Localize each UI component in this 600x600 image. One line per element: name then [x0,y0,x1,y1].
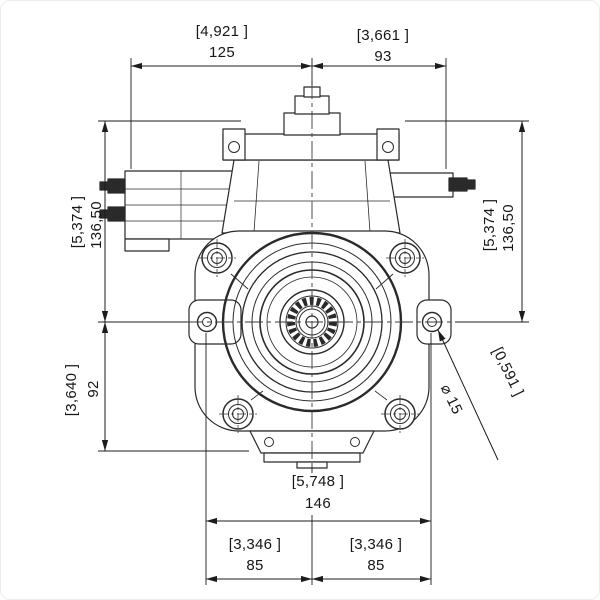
dim-right-upper-value: 136,50 [500,204,517,252]
dim-bottom-left-value: 85 [246,557,264,574]
hole-callout-bracket: [0,591 ] [488,344,528,400]
dim-top-right-value: 93 [374,48,392,65]
dimension-lines [98,58,529,585]
centerlines [185,81,457,471]
dim-bottom-right-value: 85 [367,557,385,574]
hole-callout-value: ⌀ 15 [436,381,466,418]
hole-leader-line [437,329,499,461]
left-port-block [99,170,234,252]
right-fitting [386,172,476,198]
dim-top-left-bracket: [4,921 ] [195,23,249,40]
dim-bottom-width-bracket: [5,748 ] [291,473,345,490]
dim-bottom-left-bracket: [3,346 ] [228,536,282,553]
dim-left-lower-bracket: [3,640 ] [63,363,80,417]
dim-left-upper-value: 136,50 [88,201,105,249]
dim-top-left-value: 125 [209,44,235,61]
dim-right-upper-bracket: [5,374 ] [481,198,498,252]
dim-bottom-right-bracket: [3,346 ] [349,536,403,553]
dim-bottom-width-value: 146 [305,495,331,512]
dim-left-lower-value: 92 [85,380,102,398]
dim-top-right-bracket: [3,661 ] [356,27,410,44]
pump-body [99,86,476,469]
upper-housing [221,159,401,234]
dim-left-upper-bracket: [5,374 ] [69,195,86,249]
top-valve-assembly [222,86,400,161]
